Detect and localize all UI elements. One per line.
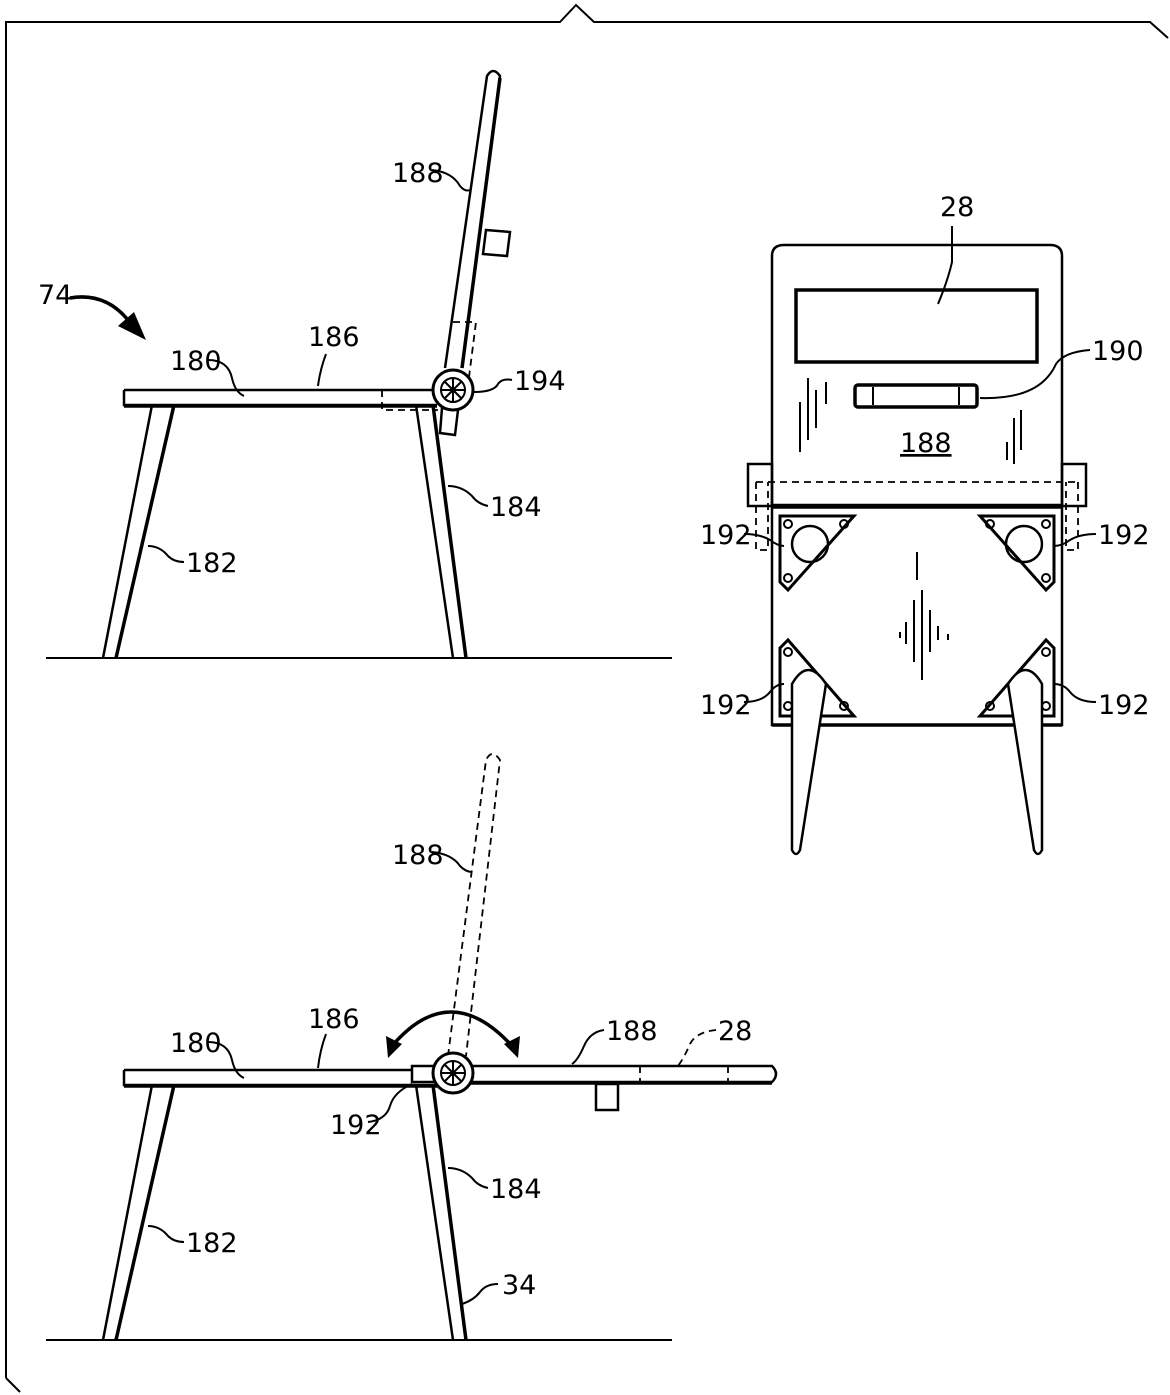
label-192-top-right: 192 xyxy=(1098,520,1150,551)
leader-188 xyxy=(431,169,471,192)
side-view-folded: 188 186 180 188 28 192 184 182 34 xyxy=(46,753,778,1341)
hinge-194 xyxy=(431,368,475,412)
leader-192-tl xyxy=(743,533,785,547)
leader-192-tr xyxy=(1053,533,1097,547)
label-28: 28 xyxy=(940,192,974,223)
leader-182-b xyxy=(147,1225,185,1243)
leader-192-br xyxy=(1053,683,1097,703)
folded-board-handle xyxy=(594,1082,620,1112)
label-74: 74 xyxy=(38,280,72,311)
folded-table-top xyxy=(122,1068,437,1087)
label-28-b: 28 xyxy=(718,1016,752,1047)
leader-192-bl xyxy=(743,683,785,703)
board-188-back-edge xyxy=(460,77,502,369)
leader-184 xyxy=(447,485,489,507)
label-188: 188 xyxy=(900,428,952,459)
handle-190 xyxy=(853,383,979,409)
rotation-arrow-head-right xyxy=(504,1036,520,1058)
label-192-b: 192 xyxy=(330,1110,382,1141)
label-194: 194 xyxy=(514,366,566,397)
leader-186-b xyxy=(317,1033,327,1069)
rotation-arrow xyxy=(390,1010,514,1048)
label-182-b: 182 xyxy=(186,1228,238,1259)
leader-188-dashed xyxy=(431,851,473,873)
label-180: 180 xyxy=(170,346,222,377)
leg-182 xyxy=(101,404,154,659)
bracket-192-top-right xyxy=(976,514,1056,593)
front-leg-right xyxy=(1006,668,1044,856)
sheet-border xyxy=(5,3,1169,1378)
board-handle xyxy=(481,228,512,258)
label-34-b: 34 xyxy=(502,1270,536,1301)
table-top xyxy=(122,388,437,407)
board-shading xyxy=(799,378,1022,464)
front-leg-left xyxy=(790,668,828,856)
folded-board-188 xyxy=(456,1064,778,1084)
front-view: 28 190 188 192 192 192 192 xyxy=(700,192,1150,856)
leader-194 xyxy=(473,378,513,393)
leg-182-edge xyxy=(114,404,176,659)
label-184-b: 184 xyxy=(490,1174,542,1205)
label-182: 182 xyxy=(186,548,238,579)
hinge-bracket-hidden xyxy=(381,390,438,411)
bracket-192-top-left xyxy=(778,514,858,593)
leg-184 xyxy=(414,404,455,659)
label-192-bottom-left: 192 xyxy=(700,690,752,721)
leader-186 xyxy=(317,353,327,387)
label-190: 190 xyxy=(1092,336,1144,367)
board-188 xyxy=(443,69,502,369)
hinge-tab xyxy=(438,406,460,437)
rotation-arrow-head-left xyxy=(386,1036,402,1058)
leader-34-b xyxy=(461,1283,499,1305)
label-192-bottom-right: 192 xyxy=(1098,690,1150,721)
label-188-b: 188 xyxy=(606,1016,658,1047)
label-186-b: 186 xyxy=(308,1004,360,1035)
folded-leg-182 xyxy=(101,1084,154,1341)
label-188: 188 xyxy=(392,158,444,189)
arrow-74-head xyxy=(118,312,146,340)
leg-184-edge xyxy=(431,404,468,659)
folded-hinge xyxy=(431,1051,475,1095)
side-view-upright: 74 188 186 180 194 184 182 xyxy=(38,69,672,659)
leader-28-b xyxy=(677,1029,717,1067)
leader-180-b xyxy=(207,1041,245,1079)
label-180-b: 180 xyxy=(170,1028,222,1059)
folded-leg-184 xyxy=(414,1084,455,1341)
leader-188-b xyxy=(571,1029,605,1065)
leader-192-b xyxy=(367,1083,413,1123)
leader-28 xyxy=(937,226,953,305)
label-184: 184 xyxy=(490,492,542,523)
leader-182 xyxy=(147,545,185,563)
arrow-74 xyxy=(69,295,130,322)
leader-180 xyxy=(207,359,245,397)
label-186: 186 xyxy=(308,322,360,353)
front-hidden-lines xyxy=(755,481,1079,551)
label-192-top-left: 192 xyxy=(700,520,752,551)
display-28 xyxy=(794,288,1039,364)
sheet-border-corner xyxy=(5,1377,21,1393)
front-board-188 xyxy=(770,243,1064,505)
leader-184-b xyxy=(447,1167,489,1189)
leader-190 xyxy=(979,349,1091,400)
label-188-dashed: 188 xyxy=(392,840,444,871)
board-lower-hidden xyxy=(453,321,478,386)
panel-shading xyxy=(899,552,949,680)
side-tab-left xyxy=(746,462,774,508)
board-188-dashed xyxy=(447,753,501,1057)
side-tab-right xyxy=(1060,462,1088,508)
